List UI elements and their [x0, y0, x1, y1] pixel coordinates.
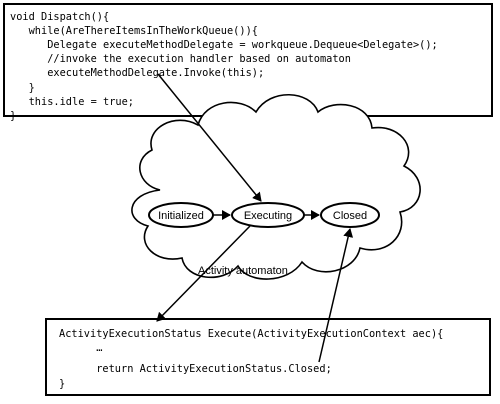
- dispatch-code-line: Delegate executeMethodDelegate = workque…: [10, 39, 438, 51]
- execute-code-line: ActivityExecutionStatus Execute(Activity…: [59, 328, 444, 340]
- dispatch-code-line: //invoke the execution handler based on …: [10, 53, 351, 65]
- dispatch-code-line: while(AreThereItemsInTheWorkQueue()){: [10, 25, 258, 37]
- dispatch-code-line: void Dispatch(){: [10, 11, 110, 23]
- state-initialized-label: Initialized: [158, 210, 204, 222]
- dispatch-code-line: }: [10, 110, 17, 122]
- arrow-executing-to-execute: [156, 225, 251, 322]
- dispatch-code-line: executeMethodDelegate.Invoke(this);: [10, 67, 265, 79]
- arrow-invoke-to-executing: [157, 73, 262, 202]
- dispatch-code-box: void Dispatch(){ while(AreThereItemsInTh…: [3, 3, 493, 122]
- dispatch-code-line: this.idle = true;: [10, 96, 134, 108]
- automaton-label: Activity automaton: [198, 265, 288, 277]
- dispatch-code-line: }: [10, 82, 35, 94]
- execute-code-box: ActivityExecutionStatus Execute(Activity…: [45, 318, 491, 396]
- state-closed: [320, 202, 380, 228]
- execute-code-line: }: [59, 378, 66, 390]
- state-executing-label: Executing: [244, 210, 292, 222]
- execute-code-line: …: [59, 342, 103, 354]
- state-closed-label: Closed: [333, 210, 367, 222]
- execute-code-line: return ActivityExecutionStatus.Closed;: [59, 363, 332, 375]
- cloud-shape: [131, 93, 421, 280]
- arrow-return-to-closed: [318, 228, 354, 363]
